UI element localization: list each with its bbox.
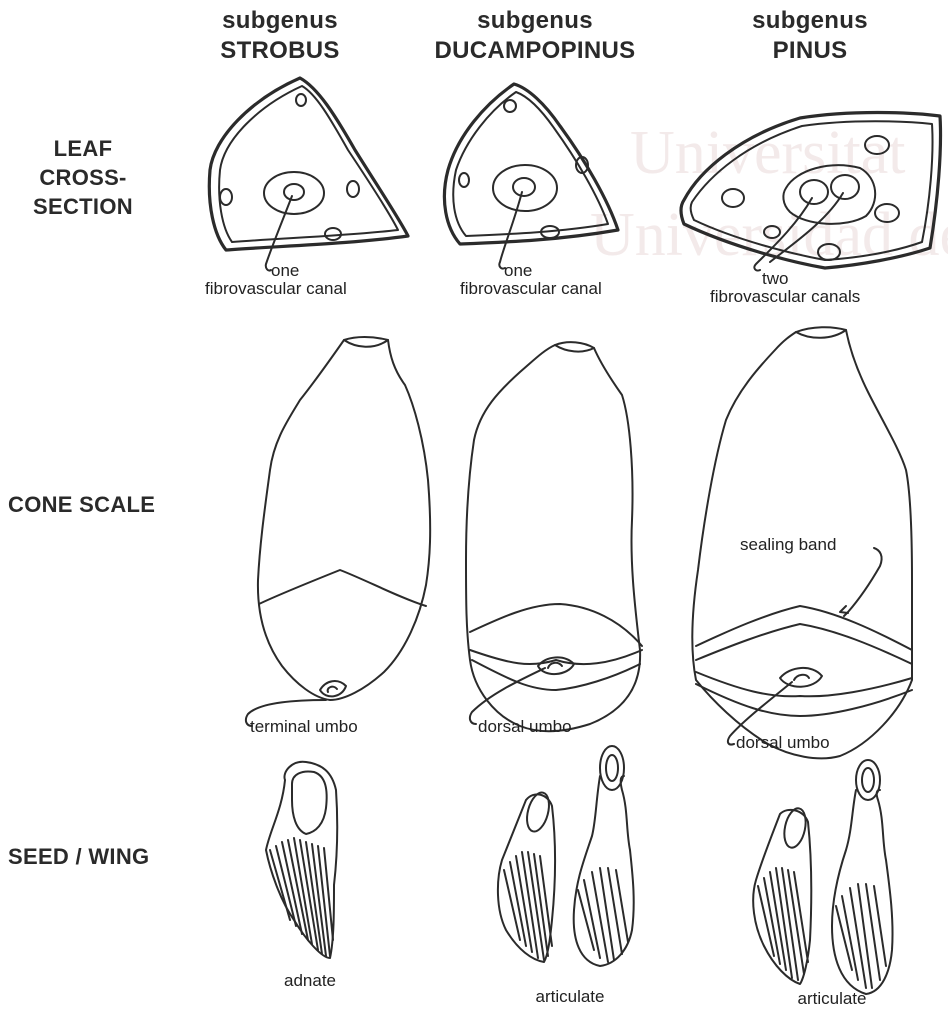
canal-count-text: one bbox=[460, 262, 660, 280]
pinus-sealing-band-label: sealing band bbox=[740, 536, 836, 554]
ducampopinus-seed-wing-detached bbox=[498, 790, 555, 962]
pinus-leaf-cross-section bbox=[681, 113, 941, 271]
ducampopinus-seed-wing-attached bbox=[574, 746, 634, 966]
ducampopinus-leaf-label: one fibrovascular canal bbox=[460, 262, 660, 298]
strobus-seed-wing bbox=[266, 762, 337, 958]
canal-count-text: two bbox=[710, 270, 940, 288]
strobus-seed-label: adnate bbox=[250, 972, 370, 990]
pinus-leaf-label: two fibrovascular canals bbox=[710, 270, 940, 306]
canal-description-text: fibrovascular canal bbox=[205, 280, 355, 298]
pinus-seed-wing-detached bbox=[753, 806, 811, 984]
canal-description-text: fibrovascular canal bbox=[460, 280, 660, 298]
strobus-terminal-umbo-label: terminal umbo bbox=[250, 718, 358, 736]
strobus-cone-scale bbox=[258, 337, 430, 700]
ducampopinus-cone-scale bbox=[466, 342, 642, 731]
strobus-leaf-cross-section bbox=[209, 78, 408, 271]
pinus-seed-wing-attached bbox=[832, 760, 893, 994]
pinus-dorsal-umbo-label: dorsal umbo bbox=[736, 734, 830, 752]
pinus-seed-label: articulate bbox=[772, 990, 892, 1008]
canal-description-text: fibrovascular canals bbox=[710, 288, 940, 306]
ducampopinus-leaf-cross-section bbox=[444, 84, 618, 269]
strobus-leaf-label: one fibrovascular canal bbox=[205, 262, 355, 298]
ducampopinus-seed-label: articulate bbox=[510, 988, 630, 1006]
canal-count-text: one bbox=[205, 262, 355, 280]
ducampopinus-dorsal-umbo-label: dorsal umbo bbox=[478, 718, 572, 736]
